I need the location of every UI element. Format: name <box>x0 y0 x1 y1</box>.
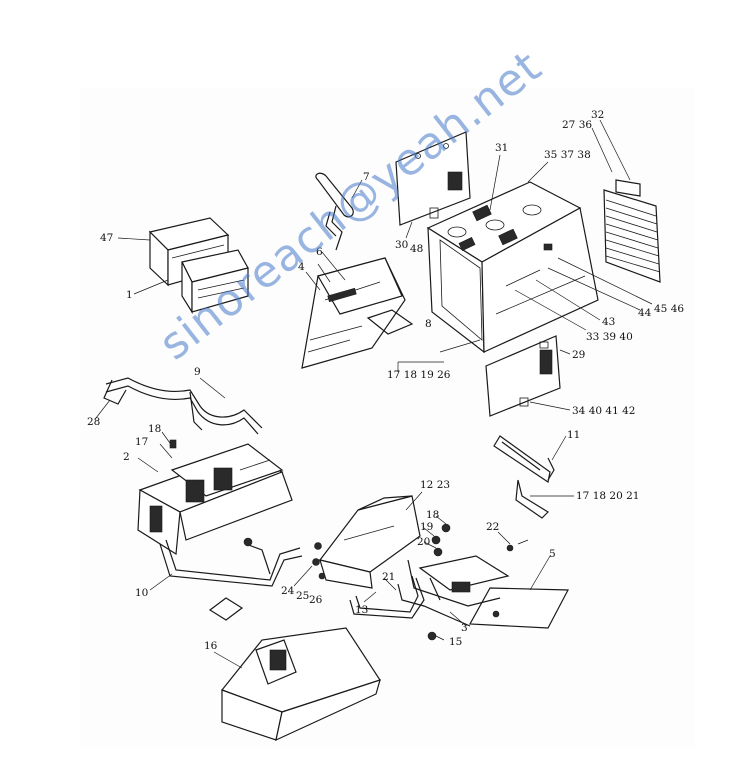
part-seat-box <box>318 495 421 589</box>
label-4: 4 <box>298 261 305 273</box>
label-44: 44 <box>638 307 652 319</box>
label-34-40-41-42: 34 40 41 42 <box>572 405 636 417</box>
label-29: 29 <box>572 349 586 361</box>
label-20: 20 <box>417 536 431 548</box>
label-10: 10 <box>135 587 149 599</box>
label-1: 1 <box>126 289 133 301</box>
label-13: 13 <box>355 604 369 616</box>
label-6: 6 <box>316 246 323 258</box>
label-24: 24 <box>281 585 295 597</box>
label-2: 2 <box>123 451 130 463</box>
label-17-18-20-21: 17 18 20 21 <box>576 490 640 502</box>
label-5: 5 <box>549 548 556 560</box>
label-48: 48 <box>410 243 424 255</box>
label-3: 3 <box>461 622 468 634</box>
label-18-mid: 18 <box>426 509 440 521</box>
label-18-top: 18 <box>148 423 162 435</box>
part-tube-10 <box>159 539 303 587</box>
part-door-panel <box>485 335 561 417</box>
label-12-23: 12 23 <box>420 479 451 491</box>
part-pipe-13 <box>349 575 471 627</box>
label-32: 32 <box>591 109 605 121</box>
label-7: 7 <box>363 171 370 183</box>
label-17-18-19-26: 17 18 19 26 <box>387 369 451 381</box>
part-battery-box <box>137 443 293 556</box>
label-22: 22 <box>486 521 500 533</box>
label-28: 28 <box>87 416 101 428</box>
label-25: 25 <box>296 590 310 602</box>
part-bracket-5 <box>407 555 569 629</box>
label-26: 26 <box>309 594 323 606</box>
label-17-top: 17 <box>135 436 149 448</box>
label-16: 16 <box>204 640 218 652</box>
label-27-36: 27 36 <box>562 119 593 131</box>
label-45-46: 45 46 <box>654 303 685 315</box>
label-15: 15 <box>449 636 463 648</box>
label-11: 11 <box>567 429 581 441</box>
label-8: 8 <box>425 318 432 330</box>
part-handle-11 <box>493 435 555 519</box>
part-fasteners <box>208 523 529 641</box>
label-35-37-38: 35 37 38 <box>544 149 591 161</box>
part-main-housing <box>426 181 599 354</box>
label-43: 43 <box>602 316 616 328</box>
label-30: 30 <box>395 239 409 251</box>
label-47: 47 <box>100 232 114 244</box>
label-19: 19 <box>420 521 434 533</box>
part-handle-7 <box>315 172 354 251</box>
label-9: 9 <box>194 366 201 378</box>
label-31: 31 <box>495 142 509 154</box>
label-21: 21 <box>382 571 396 583</box>
part-tube-9 <box>103 377 263 435</box>
part-slanted-cover <box>301 257 414 369</box>
part-filter-box <box>148 217 249 315</box>
part-side-panel-30 <box>395 131 471 226</box>
label-33-39-40: 33 39 40 <box>586 331 633 343</box>
part-bottom-cover <box>221 627 381 742</box>
part-grille <box>603 179 661 283</box>
